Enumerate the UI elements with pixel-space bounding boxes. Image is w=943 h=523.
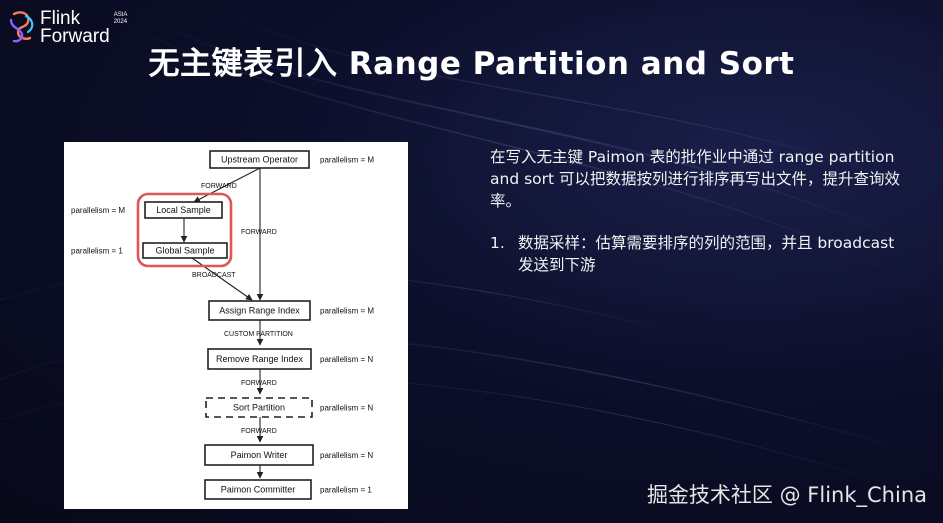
node-sort-partition: Sort Partition parallelism = N bbox=[205, 397, 373, 418]
flink-forward-logo: Flink Forward ASIA 2024 bbox=[8, 8, 128, 47]
slide-title: 无主键表引入 Range Partition and Sort bbox=[148, 46, 795, 82]
list-item-number: 1. bbox=[490, 234, 505, 252]
node-label: Global Sample bbox=[155, 246, 214, 256]
node-label: Local Sample bbox=[156, 205, 211, 215]
node-label: Sort Partition bbox=[233, 403, 285, 413]
logo-badge-year: 2024 bbox=[113, 19, 128, 25]
edge-upstream-local: FORWARD bbox=[193, 167, 261, 203]
node-label: Remove Range Index bbox=[216, 354, 304, 364]
list-item-text: 数据采样：估算需要排序的列的范围，并且 broadcast 发送到下游 bbox=[518, 234, 895, 274]
node-parallelism: parallelism = N bbox=[320, 355, 373, 364]
flink-forward-logo-icon bbox=[9, 11, 34, 43]
edge-label-forward: FORWARD bbox=[241, 428, 277, 435]
dataflow-diagram: FORWARD FORWARD BROADCAST CUSTOM PARTITI… bbox=[64, 142, 408, 509]
node-parallelism: parallelism = N bbox=[320, 404, 373, 413]
node-paimon-writer: Paimon Writer parallelism = N bbox=[204, 444, 373, 466]
description-paragraph: 在写入无主键 Paimon 表的批作业中通过 range partition a… bbox=[490, 148, 901, 210]
node-parallelism: parallelism = M bbox=[71, 206, 125, 215]
node-label: Assign Range Index bbox=[219, 306, 300, 316]
edge-label-custom-partition: CUSTOM PARTITION bbox=[224, 331, 293, 338]
node-parallelism: parallelism = 1 bbox=[320, 486, 372, 495]
node-label: Paimon Committer bbox=[221, 485, 296, 495]
edge-label-forward: FORWARD bbox=[241, 229, 277, 236]
edge-upstream-assign: FORWARD bbox=[241, 168, 277, 301]
logo-line-1: Flink bbox=[40, 8, 81, 29]
node-label: Paimon Writer bbox=[231, 450, 288, 460]
dataflow-diagram-svg: FORWARD FORWARD BROADCAST CUSTOM PARTITI… bbox=[71, 150, 374, 500]
node-upstream-operator: Upstream Operator parallelism = M bbox=[209, 150, 374, 169]
logo-line-2: Forward bbox=[40, 26, 110, 47]
edge-label-broadcast: BROADCAST bbox=[192, 272, 236, 279]
node-parallelism: parallelism = M bbox=[320, 307, 374, 316]
sampling-highlight bbox=[136, 192, 233, 268]
node-remove-range-index: Remove Range Index parallelism = N bbox=[207, 348, 373, 370]
edge-label-forward: FORWARD bbox=[241, 380, 277, 387]
node-parallelism: parallelism = 1 bbox=[71, 247, 123, 256]
node-parallelism: parallelism = M bbox=[320, 156, 374, 165]
list-item: 1. 数据采样：估算需要排序的列的范围，并且 broadcast 发送到下游 bbox=[490, 232, 910, 276]
edge-remove-sort: FORWARD bbox=[241, 369, 277, 395]
watermark: 掘金技术社区 @ Flink_China bbox=[646, 483, 927, 507]
node-global-sample: Global Sample parallelism = 1 bbox=[71, 242, 228, 259]
edge-assign-remove: CUSTOM PARTITION bbox=[224, 320, 293, 346]
logo-badge-region: ASIA bbox=[113, 12, 128, 18]
edge-label-forward: FORWARD bbox=[201, 183, 237, 190]
edge-sort-writer: FORWARD bbox=[241, 417, 277, 443]
node-parallelism: parallelism = N bbox=[320, 451, 373, 460]
node-label: Upstream Operator bbox=[221, 155, 298, 165]
node-assign-range-index: Assign Range Index parallelism = M bbox=[208, 300, 374, 321]
node-local-sample: Local Sample parallelism = M bbox=[71, 201, 223, 219]
edge-global-assign: BROADCAST bbox=[191, 257, 253, 301]
slide-description: 在写入无主键 Paimon 表的批作业中通过 range partition a… bbox=[490, 146, 910, 276]
node-paimon-committer: Paimon Committer parallelism = 1 bbox=[204, 479, 372, 500]
